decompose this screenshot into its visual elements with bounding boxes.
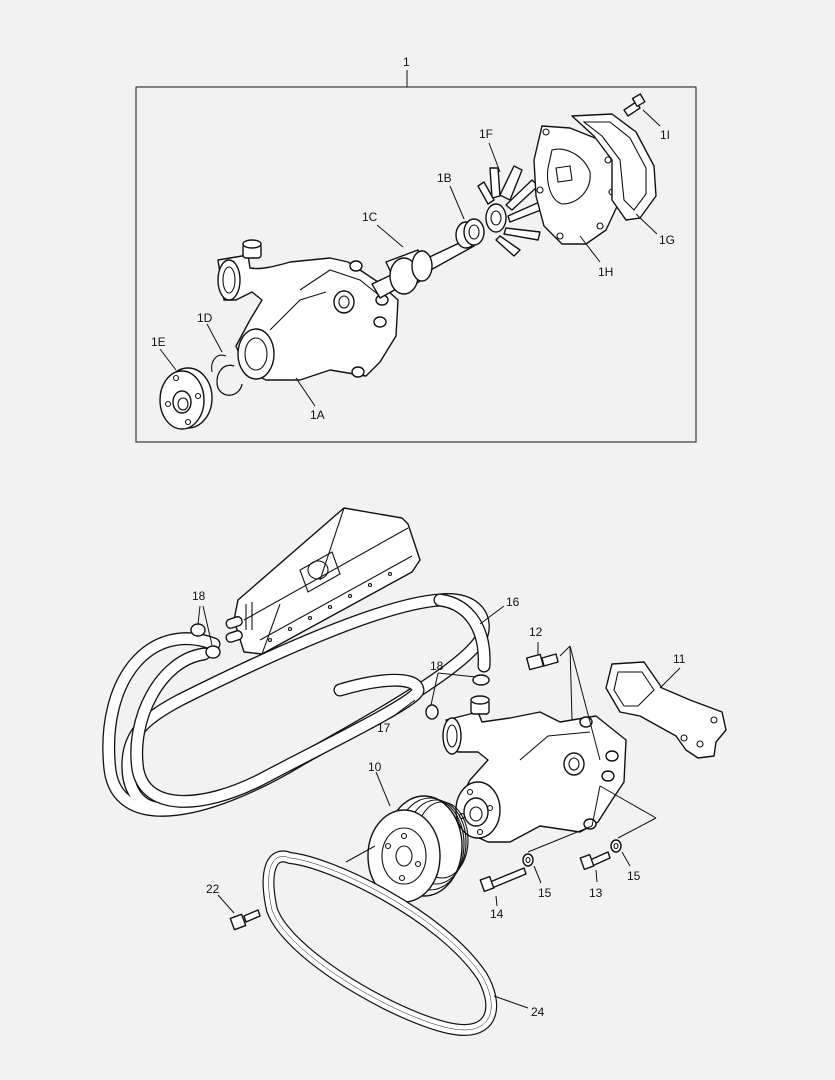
callout-1i: 1I [660,128,670,142]
callout-13: 13 [589,886,603,900]
bolt-12 [525,653,559,671]
main-assembly: 16 18 12 11 18 17 10 22 15 13 15 14 24 [102,507,727,1037]
callout-15-left: 15 [538,886,552,900]
shaft-bearing-1c [371,237,475,299]
impeller-1f [477,165,547,257]
callout-24: 24 [531,1005,545,1019]
hose-clamp-18 [190,623,490,720]
callout-22: 22 [206,882,220,896]
callout-16: 16 [506,595,520,609]
callout-1e: 1E [151,335,166,349]
callout-1a: 1A [310,408,325,422]
washer-15b [610,839,622,853]
callout-12: 12 [529,625,543,639]
hub-flange-1e [159,367,213,430]
bolt-14 [479,867,527,893]
callout-1: 1 [403,55,410,69]
washer-15a [522,853,534,867]
bolt-13 [579,851,611,871]
callout-18-right: 18 [430,659,444,673]
callout-1h: 1H [598,265,613,279]
circlip-1d [211,354,243,396]
pump-assembly-inset: 1 1I 1F 1B 1C 1G 1H 1D 1E 1A [135,55,697,443]
hose-16-upper [433,593,491,673]
pulley-10 [367,795,469,903]
water-pump [442,695,627,843]
seal-1b [455,218,485,249]
callout-10: 10 [368,760,382,774]
drive-belt-24 [262,850,498,1037]
callout-1f: 1F [479,127,493,141]
callout-1c: 1C [362,210,378,224]
callout-18-left: 18 [192,589,206,603]
callout-1g: 1G [659,233,675,247]
callout-1d: 1D [197,311,213,325]
callout-15-right: 15 [627,869,641,883]
gasket-11 [605,661,727,759]
callout-17: 17 [377,721,391,735]
callout-1b: 1B [437,171,452,185]
inset-frame [135,86,697,443]
callout-14: 14 [490,907,504,921]
callout-11: 11 [673,652,686,666]
bolt-1i [623,93,646,117]
back-plate-1h [533,125,621,245]
coolant-manifold [225,507,421,655]
pump-housing-1a [217,239,399,381]
hose-17 [130,647,425,808]
bolt-22 [229,909,261,931]
